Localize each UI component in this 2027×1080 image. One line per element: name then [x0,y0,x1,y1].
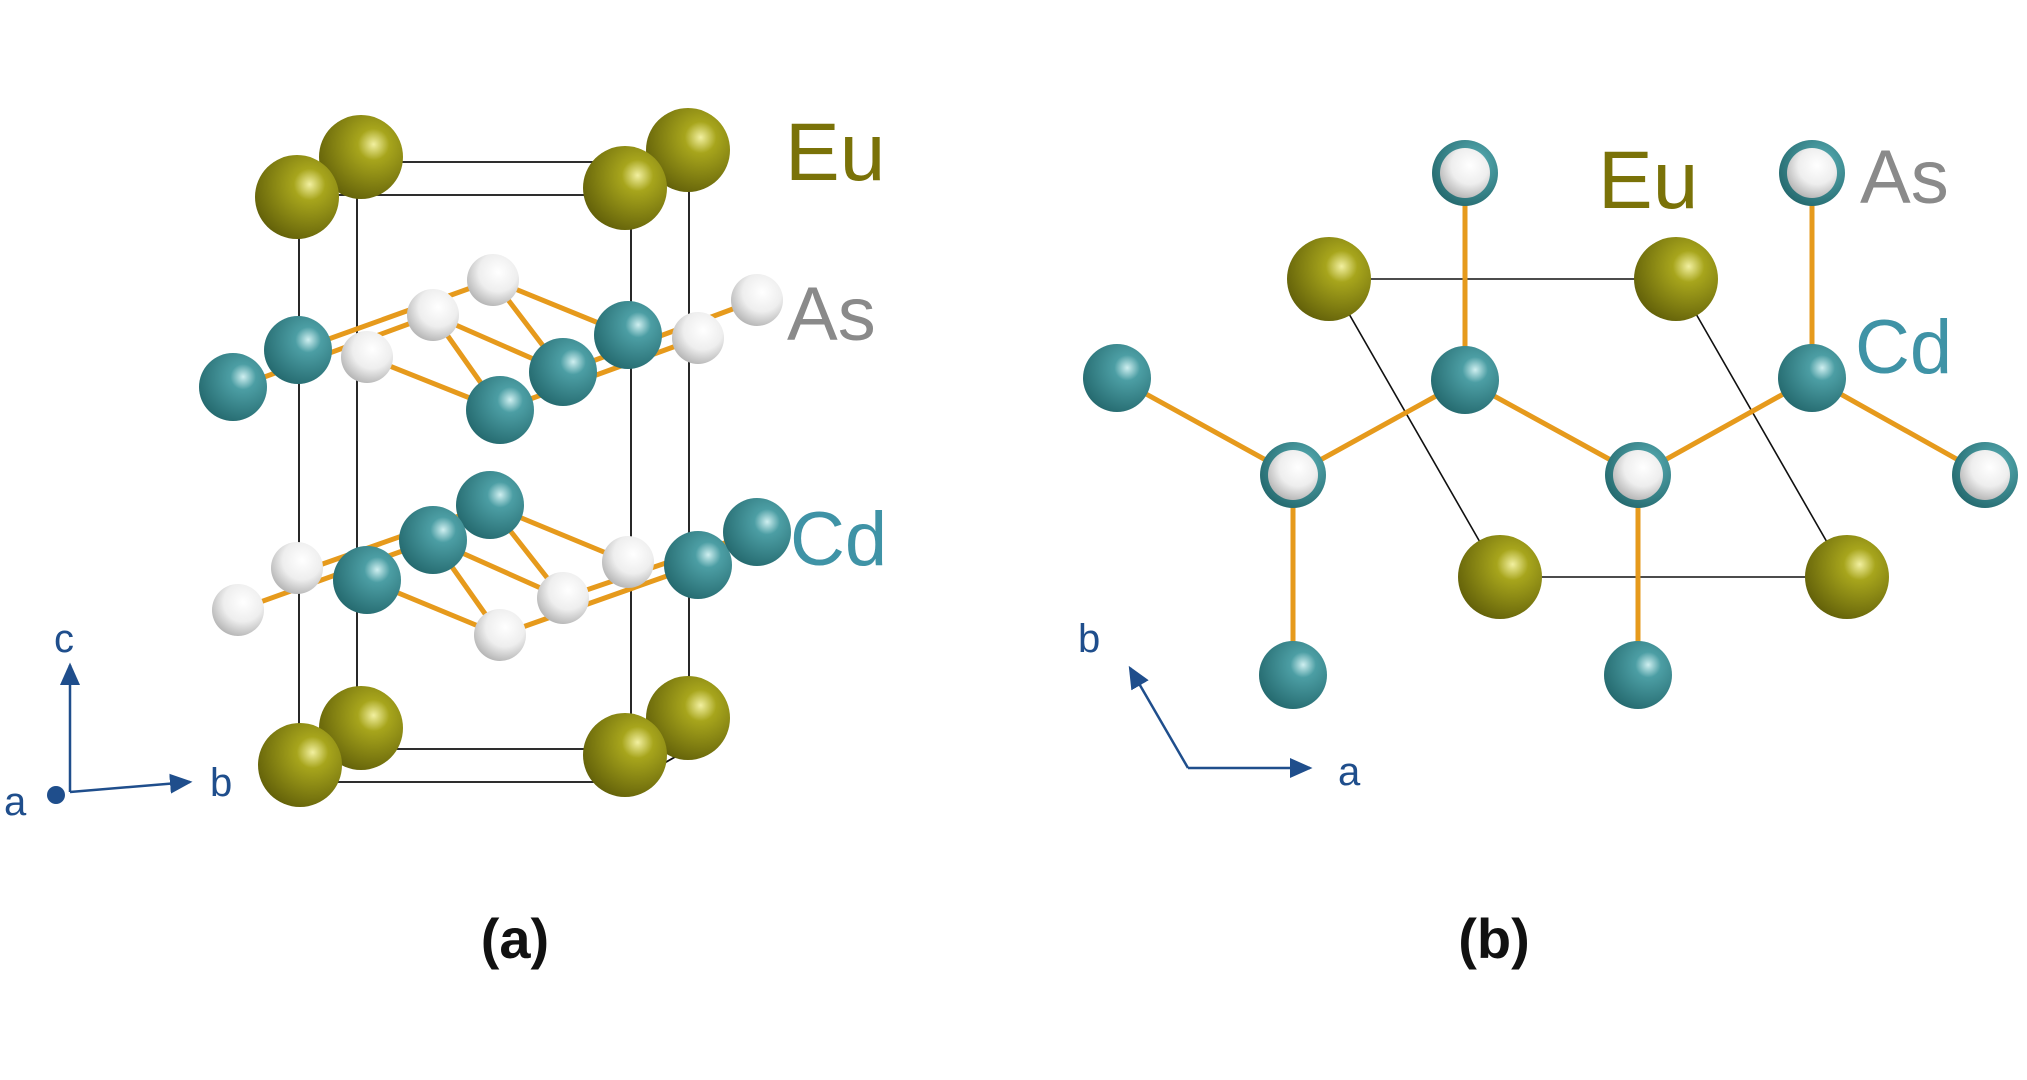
label-eu: Eu [1598,135,1698,226]
cd-atom [1083,344,1151,412]
cd-atom [456,471,524,539]
cd-atom [199,353,267,421]
as-atom [731,274,783,326]
panel-a-unit-cell: Eu As Cd c b a [4,107,887,824]
as-atom [271,542,323,594]
as-atom [212,584,264,636]
label-eu: Eu [785,107,885,198]
eu-atom [1458,535,1542,619]
eu-atom [583,713,667,797]
as-atom [1260,442,1326,508]
axis-label-a: a [4,780,27,824]
eu-atom [1287,237,1371,321]
as-atom [672,312,724,364]
eu-atom [583,146,667,230]
axis-label-b: b [210,761,232,805]
as-atom [474,609,526,661]
as-atom [1432,140,1498,206]
eu-atom [646,676,730,760]
panel-caption-a: (a) [481,907,549,970]
as-atom [1952,442,2018,508]
axis-label-c: c [54,617,74,661]
eu-atom [1634,237,1718,321]
cd-atom [1431,346,1499,414]
cd-atom [466,376,534,444]
as-atom [407,289,459,341]
axes-indicator-a: c b a [4,617,232,824]
label-as: As [787,272,876,357]
a-axis-dot [47,786,65,804]
eu-atom [646,108,730,192]
eu-atom [319,686,403,770]
cd-atom [529,338,597,406]
axis-label-a: a [1338,750,1361,794]
label-as: As [1860,135,1949,220]
panel-caption-b: (b) [1458,907,1530,970]
cd-atom [333,546,401,614]
panel-b-projection: Eu As Cd b a [1078,135,2018,794]
eu-atom [1805,535,1889,619]
as-atom [467,254,519,306]
unit-cell-outline [1327,278,1849,578]
cd-atom [723,498,791,566]
as-atom [341,331,393,383]
as-atom [537,572,589,624]
eu-atom [319,115,403,199]
label-cd: Cd [790,497,887,582]
cd-atom [399,506,467,574]
label-cd: Cd [1855,305,1952,390]
cd-atom [1259,641,1327,709]
axis-label-b: b [1078,617,1100,661]
cd-atom [1604,641,1672,709]
unit-cell-edges [295,161,693,783]
cd-atom [594,301,662,369]
as-atom [602,536,654,588]
axes-indicator-b: b a [1078,617,1361,794]
as-atom [1605,442,1671,508]
eu-atom [255,155,339,239]
cd-atom [264,316,332,384]
as-atom [1779,140,1845,206]
cd-atom [1778,344,1846,412]
eu-atom [258,723,342,807]
cd-atom [664,531,732,599]
